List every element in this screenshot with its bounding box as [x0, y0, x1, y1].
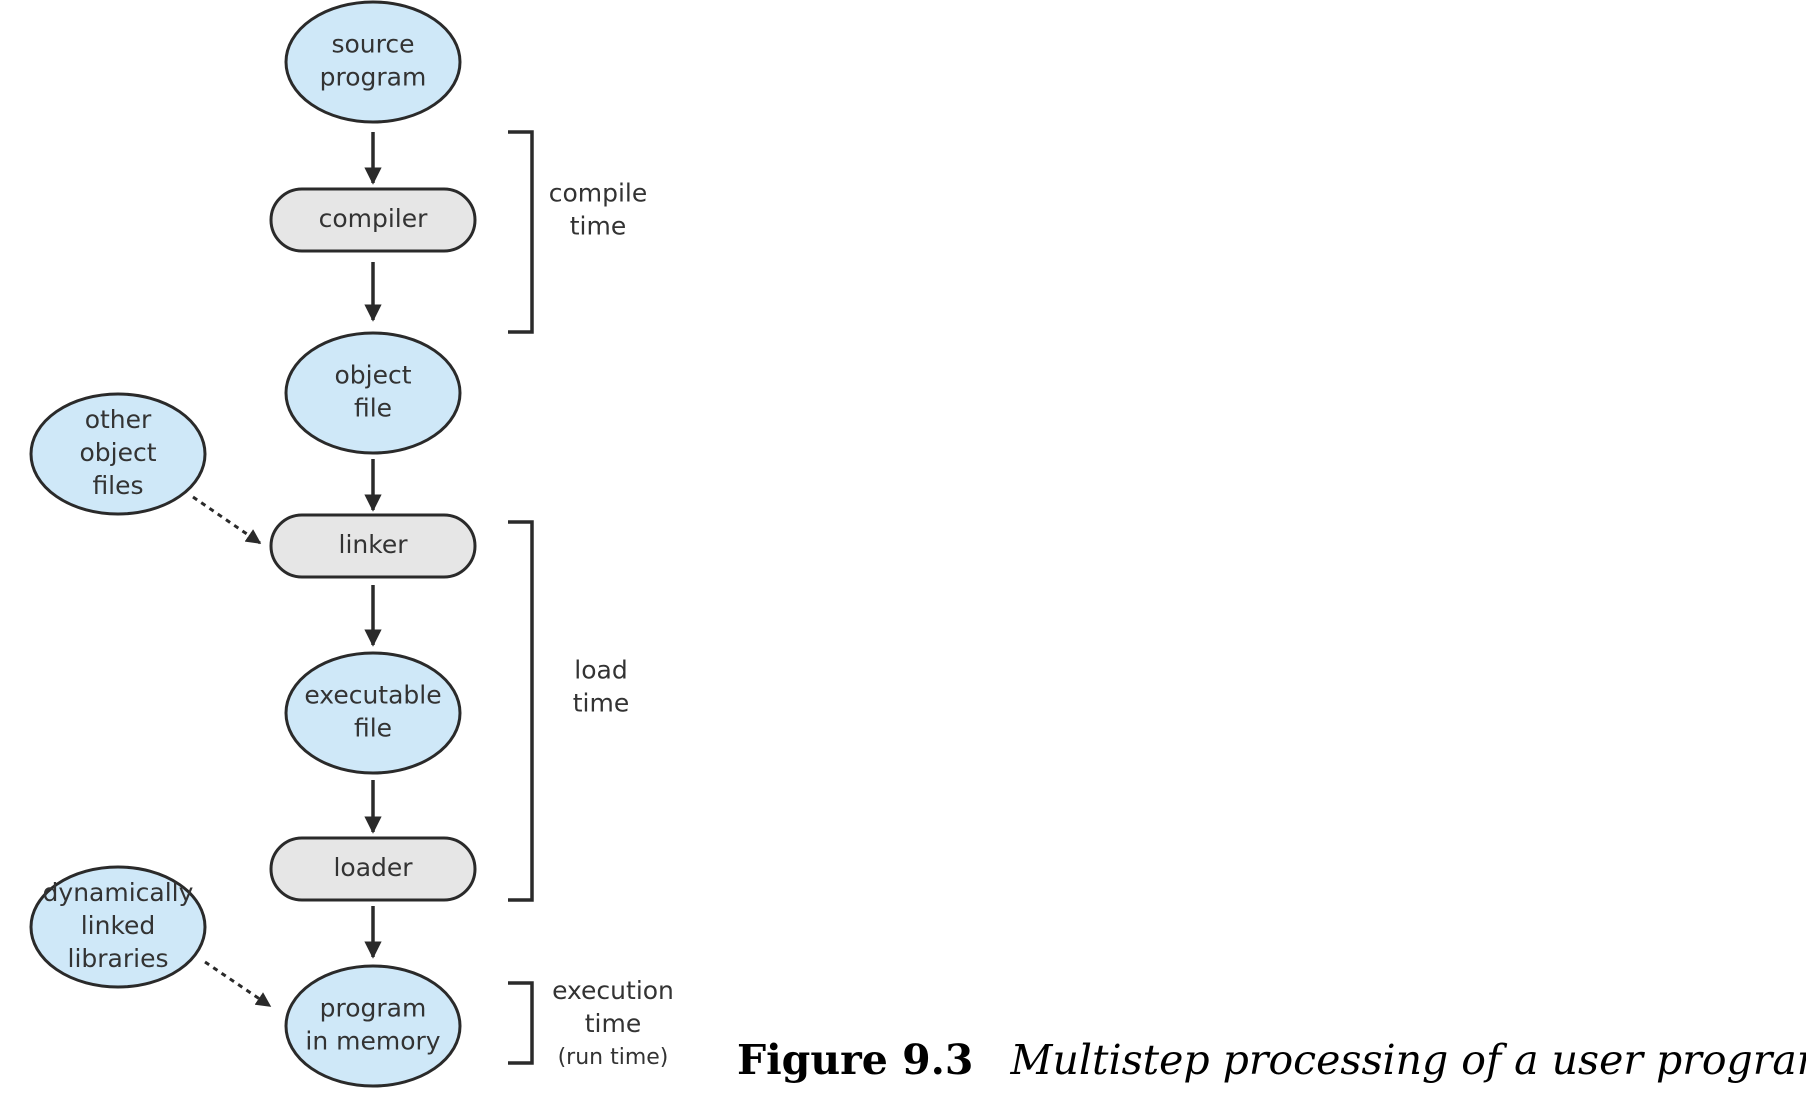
node-loader-shape [269, 836, 477, 902]
node-loader-label: loader [333, 853, 413, 882]
node-linker-shape [269, 513, 477, 579]
figure-caption: Figure 9.3 Multistep processing of a use… [737, 1036, 1806, 1084]
node-linker: linker [269, 513, 477, 579]
node-loader: loader [269, 836, 477, 902]
node-source-shape [284, 0, 462, 124]
bracket-execution-time [508, 981, 534, 1065]
node-compiler: compiler [269, 187, 477, 253]
caption-label: Figure 9.3 [737, 1036, 974, 1084]
node-compiler-label: compiler [319, 204, 429, 233]
node-other-shape [29, 392, 207, 516]
bracket-compile-time [508, 130, 534, 334]
arrow-dynlib-to-memory [204, 960, 272, 1008]
node-object-shape [284, 331, 462, 455]
bracket-load-time [508, 520, 534, 902]
node-executable-shape [284, 651, 462, 775]
node-dynlib-shape [29, 865, 207, 989]
node-compiler-shape [269, 187, 477, 253]
edges-layer [192, 132, 382, 1008]
caption-title: Multistep processing of a user program. [1010, 1036, 1806, 1084]
node-linker-label: linker [339, 530, 409, 559]
node-memory-shape [284, 964, 462, 1088]
arrow-other-to-linker [192, 495, 262, 545]
